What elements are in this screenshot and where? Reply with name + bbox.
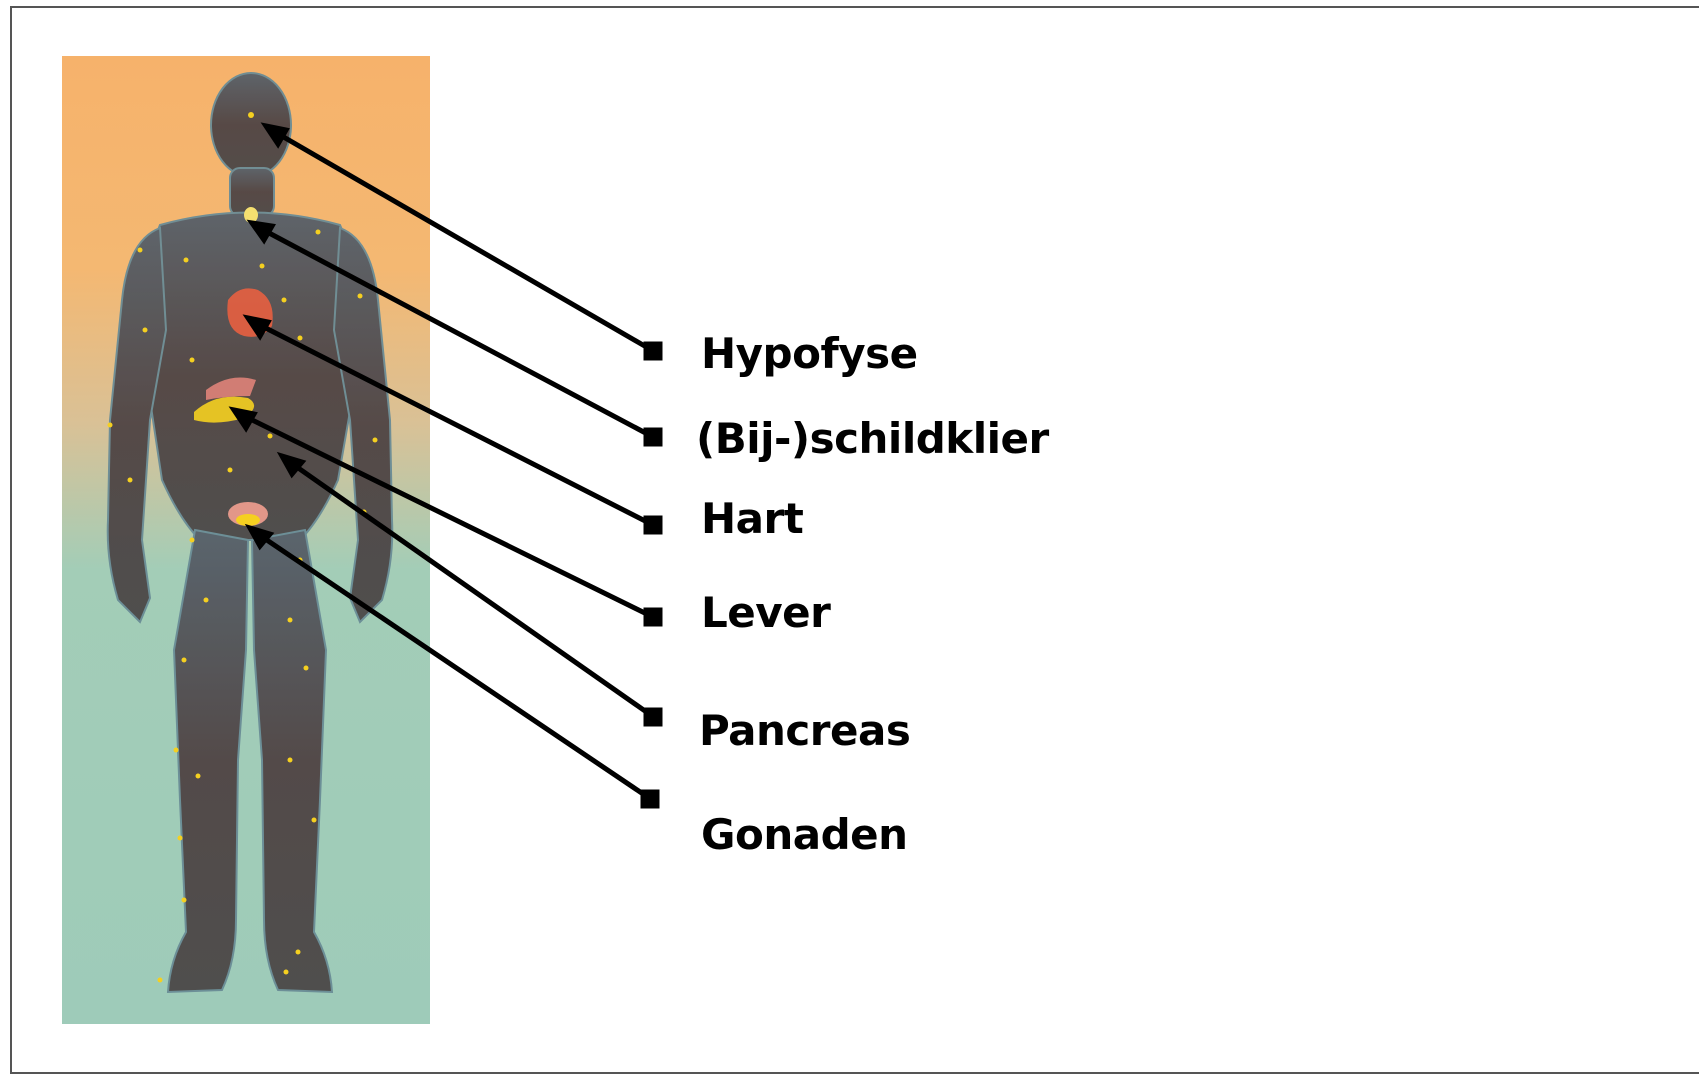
label-lever: Lever (701, 592, 830, 634)
anchor-gonaden (643, 792, 657, 806)
label-hypofyse: Hypofyse (701, 333, 918, 375)
anchor-schildklier (646, 430, 660, 444)
label-schildklier: (Bij-)schildklier (696, 418, 1049, 460)
pituitary-gland (248, 112, 254, 118)
anchor-hart (646, 518, 660, 532)
anchor-pancreas (646, 710, 660, 724)
label-hart: Hart (701, 498, 803, 540)
anchor-hypofyse (646, 344, 660, 358)
gonads-gland (236, 514, 260, 526)
label-pancreas: Pancreas (699, 710, 910, 752)
label-gonaden: Gonaden (701, 814, 908, 856)
anchor-lever (646, 610, 660, 624)
